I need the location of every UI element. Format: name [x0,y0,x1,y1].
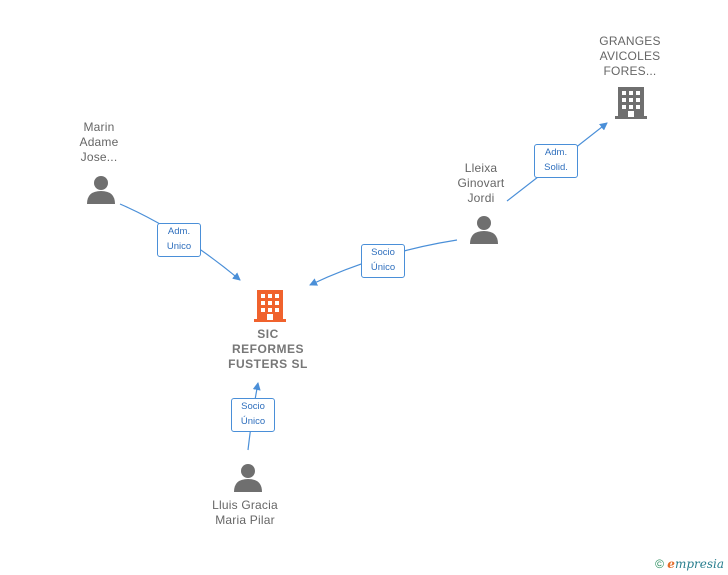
building-icon[interactable] [615,85,647,119]
person-label[interactable]: Lleixa Ginovart Jordi [457,161,505,205]
person-node-lleixa[interactable]: Lleixa Ginovart Jordi [440,161,522,206]
person-label[interactable]: Lluis Gracia Maria Pilar [212,498,278,527]
company-label[interactable]: SIC REFORMES FUSTERS SL [228,327,308,371]
edge-label-socio-unico: Socio Único [231,398,275,432]
person-node-marin[interactable]: Marin Adame Jose... [58,120,140,165]
person-icon[interactable] [469,214,499,244]
company-node-granges[interactable]: GRANGES AVICOLES FORES... [585,34,675,79]
building-icon[interactable] [254,288,286,322]
brand-name: empresia [667,557,724,571]
company-label[interactable]: GRANGES AVICOLES FORES... [599,34,661,78]
person-label[interactable]: Marin Adame Jose... [79,120,119,164]
person-icon[interactable] [233,462,263,492]
person-icon[interactable] [86,174,116,204]
copyright-symbol: © [655,557,664,571]
edge-label-adm-unico: Adm. Unico [157,223,201,257]
edge-label-socio-unico: Socio Único [361,244,405,278]
edge-label-adm-solid: Adm. Solid. [534,144,578,178]
empresia-logo[interactable]: © empresia [655,557,724,571]
person-node-lluis[interactable]: Lluis Gracia Maria Pilar [195,498,295,528]
company-node-sic[interactable]: SIC REFORMES FUSTERS SL [208,327,328,372]
